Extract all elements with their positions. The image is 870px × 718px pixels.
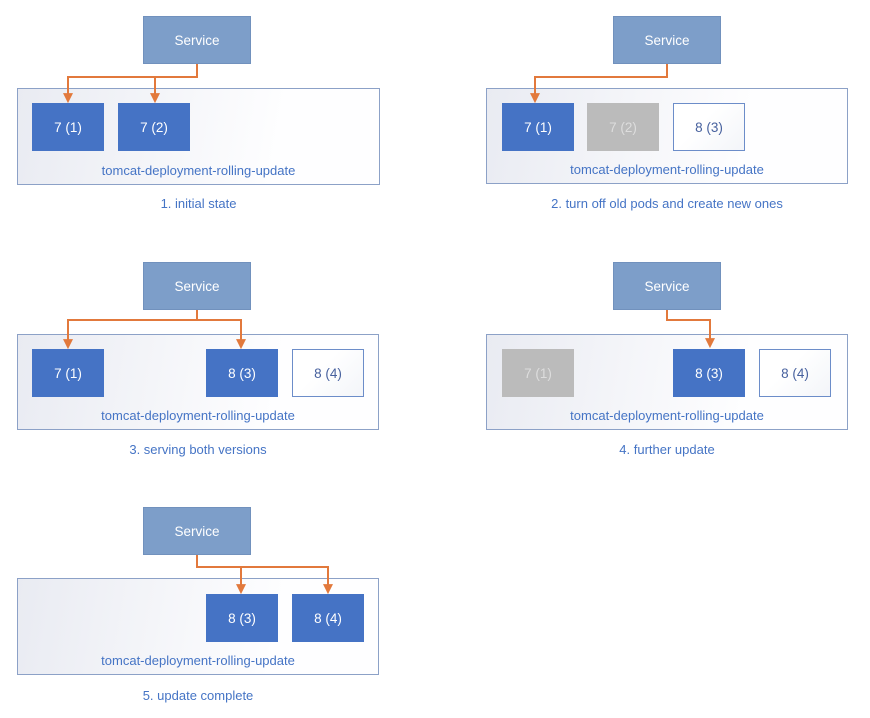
pod: 8 (3) xyxy=(673,103,745,151)
step-caption: 3. serving both versions xyxy=(129,442,267,457)
service-box: Service xyxy=(613,262,721,310)
pod: 7 (1) xyxy=(502,349,574,397)
service-box: Service xyxy=(143,507,251,555)
step-caption: 2. turn off old pods and create new ones xyxy=(551,196,783,211)
step-caption: 5. update complete xyxy=(142,688,254,703)
pod: 7 (2) xyxy=(587,103,659,151)
pod: 8 (4) xyxy=(759,349,831,397)
pod: 7 (1) xyxy=(502,103,574,151)
pod: 8 (3) xyxy=(673,349,745,397)
deployment-label: tomcat-deployment-rolling-update xyxy=(570,162,764,177)
deployment-label: tomcat-deployment-rolling-update xyxy=(101,408,295,423)
pod: 8 (3) xyxy=(206,349,278,397)
pod: 7 (1) xyxy=(32,349,104,397)
step-caption: 1. initial state xyxy=(160,196,237,211)
pod: 8 (4) xyxy=(292,594,364,642)
service-box: Service xyxy=(143,262,251,310)
service-box: Service xyxy=(613,16,721,64)
deployment-label: tomcat-deployment-rolling-update xyxy=(101,163,296,178)
pod: 8 (4) xyxy=(292,349,364,397)
deployment-label: tomcat-deployment-rolling-update xyxy=(101,653,295,668)
pod: 7 (2) xyxy=(118,103,190,151)
service-box: Service xyxy=(143,16,251,64)
deployment-label: tomcat-deployment-rolling-update xyxy=(570,408,764,423)
pod: 7 (1) xyxy=(32,103,104,151)
step-caption: 4. further update xyxy=(619,442,715,457)
pod: 8 (3) xyxy=(206,594,278,642)
